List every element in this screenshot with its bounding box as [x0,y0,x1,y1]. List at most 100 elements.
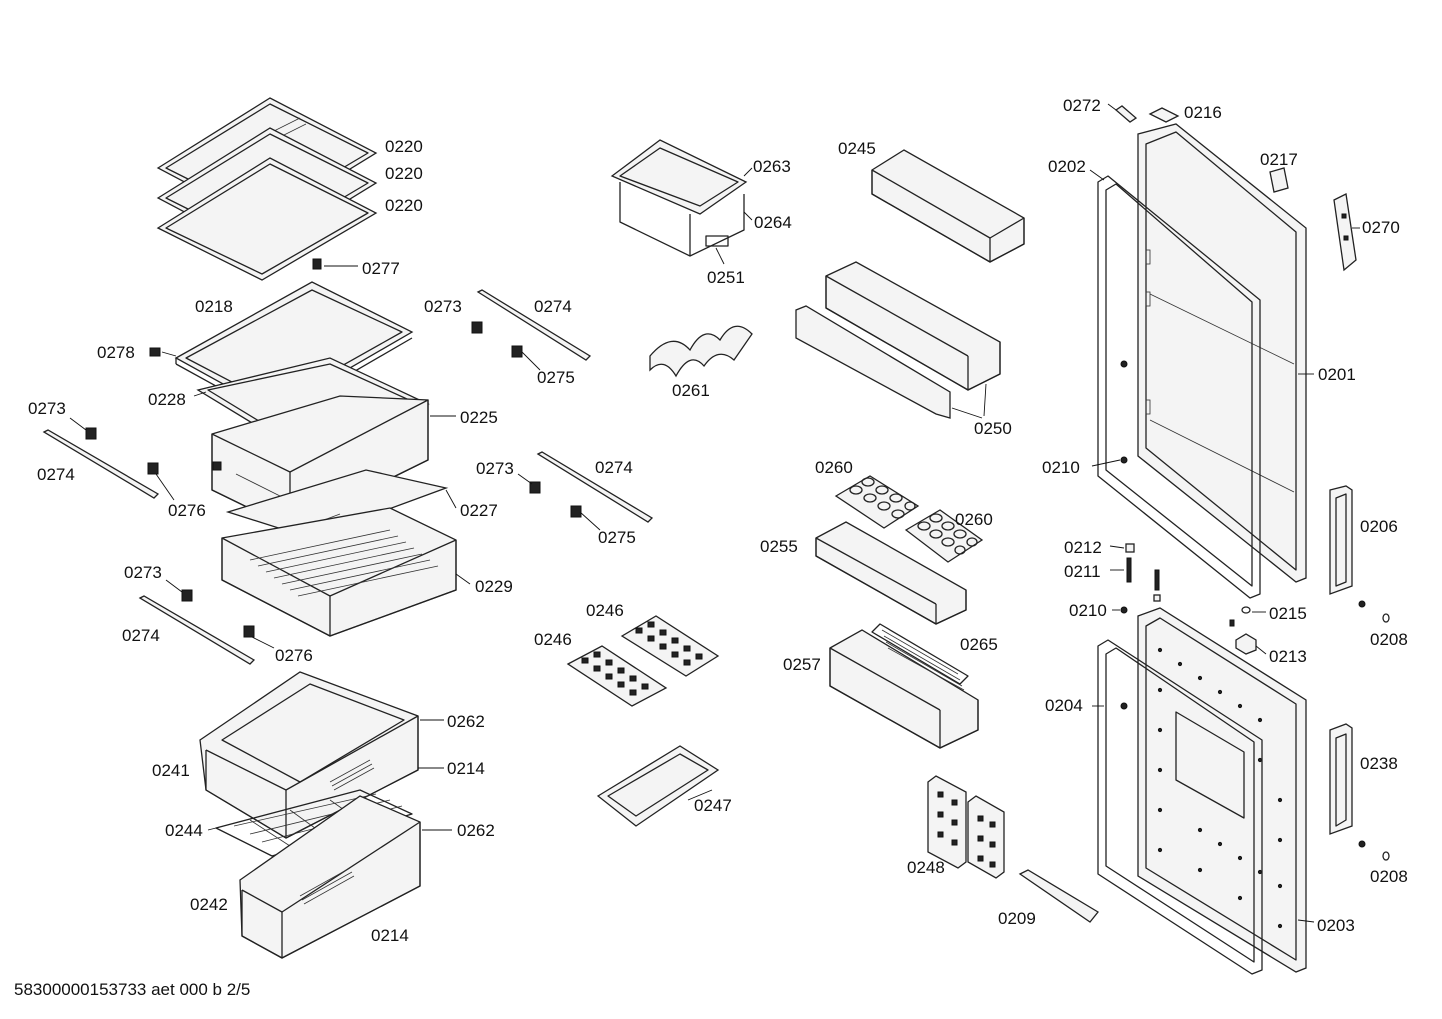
part-label: 0220 [385,164,423,183]
egg-tray-0260-upper [834,475,920,529]
part-label: 0228 [148,390,186,409]
pin-0211 [1110,557,1161,602]
rail-left-lower [138,579,275,665]
part-label: 0278 [97,343,135,362]
screw-0208-upper [1358,600,1390,623]
handle-0206 [1329,485,1353,595]
screw-0208-lower [1358,840,1390,861]
part-label: 0257 [783,655,821,674]
part-label: 0214 [371,926,409,945]
handle-0238 [1329,723,1353,835]
screw-0210-upper [1091,360,1128,467]
part-label: 0274 [37,465,75,484]
rail-left-upper [42,417,175,501]
cold-packs-0248 [927,775,1005,879]
part-label: 0276 [275,646,313,665]
part-label: 0264 [754,213,792,232]
freezer-door-0203 [1137,607,1315,973]
ice-tray-0246-left [566,645,668,707]
part-label: 0260 [955,510,993,529]
door-shelf-0257 [829,623,979,749]
part-label: 0211 [1064,562,1101,581]
crisper-drawer-upper [199,671,444,839]
door-shelf-0255 [815,521,967,625]
part-label: 0229 [475,577,513,596]
part-label: 0273 [124,563,162,582]
part-label: 0244 [165,821,203,840]
fridge-door-0201 [1137,123,1314,583]
part-label: 0210 [1042,458,1080,477]
part-label: 0215 [1269,604,1307,623]
washer-0215 [1229,606,1266,627]
part-label: 0204 [1045,696,1083,715]
tray-0247 [596,745,720,827]
part-label: 0227 [460,501,498,520]
part-label: 0212 [1064,538,1102,557]
part-label: 0275 [537,368,575,387]
hinge-cap-0272 [1107,103,1138,123]
part-label: 0277 [362,259,400,278]
part-label: 0263 [753,157,791,176]
part-label: 0220 [385,196,423,215]
part-label: 0274 [595,458,633,477]
glass-shelf-bottom [156,157,378,281]
hinge-0270 [1333,193,1360,272]
part-label: 0208 [1370,867,1408,886]
part-label: 0275 [598,528,636,547]
cover-0216 [1148,107,1180,123]
part-label: 0246 [534,630,572,649]
part-label: 0203 [1317,916,1355,935]
flap-0209 [1018,869,1099,923]
part-label: 0210 [1069,601,1107,620]
part-label: 0241 [152,761,190,780]
part-label: 0247 [694,796,732,815]
part-labels: 0220 0220 0220 0277 0218 0278 0228 0225 … [28,96,1408,945]
door-gasket-0204 [1092,639,1263,975]
hinge-0213 [1235,633,1267,655]
document-id: 58300000153733 aet 000 b 2/5 [14,980,251,999]
rail-middle-upper [471,289,592,371]
box-0263-0264 [610,139,753,265]
bottle-rack-0261 [649,325,753,378]
part-label: 0270 [1362,218,1400,237]
part-label: 0273 [28,399,66,418]
part-label: 0255 [760,537,798,556]
screw-0210-lower [1112,606,1128,710]
bushing-0212 [1109,543,1135,553]
part-label: 0209 [998,909,1036,928]
part-label: 0245 [838,139,876,158]
door-shelf-0245 [871,149,1025,263]
part-label: 0272 [1063,96,1101,115]
part-label: 0273 [476,459,514,478]
part-label: 0201 [1318,365,1356,384]
part-label: 0242 [190,895,228,914]
part-label: 0214 [447,759,485,778]
part-label: 0220 [385,137,423,156]
part-label: 0225 [460,408,498,427]
cover-0217 [1269,167,1289,193]
part-label: 0274 [122,626,160,645]
part-label: 0265 [960,635,998,654]
part-label: 0217 [1260,150,1298,169]
part-label: 0246 [586,601,624,620]
door-gasket-0202 [1089,169,1261,599]
rail-middle-lower [517,451,654,531]
part-label: 0261 [672,381,710,400]
part-label: 0276 [168,501,206,520]
part-label: 0238 [1360,754,1398,773]
part-label: 0213 [1269,647,1307,666]
part-label: 0250 [974,419,1012,438]
clip-part-0278 [149,347,177,357]
part-label: 0202 [1048,157,1086,176]
part-label: 0262 [447,712,485,731]
part-label: 0273 [424,297,462,316]
part-label: 0216 [1184,103,1222,122]
part-label: 0251 [707,268,745,287]
part-label: 0260 [815,458,853,477]
clip-part-0277 [312,258,358,270]
part-label: 0206 [1360,517,1398,536]
part-label: 0262 [457,821,495,840]
crisper-frame-0229 [221,507,471,637]
part-label: 0248 [907,858,945,877]
